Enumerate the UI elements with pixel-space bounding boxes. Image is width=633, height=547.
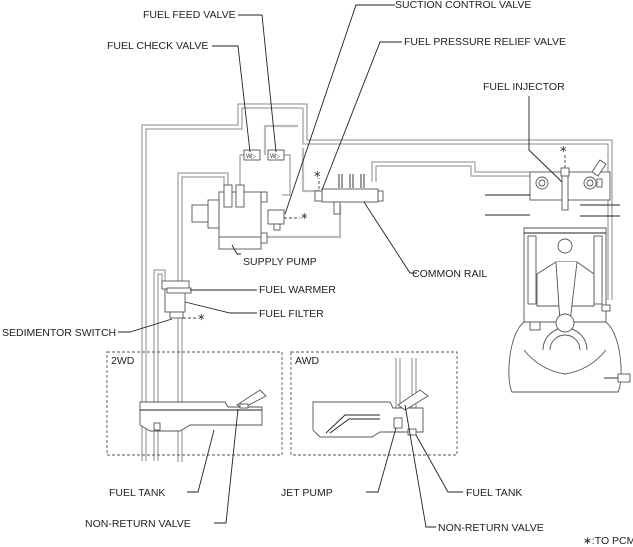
fuel-warmer-body [166, 287, 192, 294]
fuel-filter: * [161, 280, 205, 328]
label-fuel-filter: FUEL FILTER [259, 308, 324, 320]
fuel-pressure-relief-valve-body [314, 190, 323, 202]
label-sedimentor-switch: SEDIMENTOR SWITCH [2, 327, 116, 339]
pump-to-rail-lower [262, 205, 342, 239]
legend-to-pcm: ∗:TO PCM [583, 535, 633, 547]
label-common-rail: COMMON RAIL [412, 268, 487, 280]
non-return-valve-2wd-body [239, 403, 249, 409]
inset-awd: AWD [290, 351, 458, 456]
label-supply-pump: SUPPLY PUMP [243, 256, 317, 268]
label-fuel-feed-valve: FUEL FEED VALVE [143, 9, 236, 21]
fuel-tank-2wd-body [139, 401, 263, 432]
suction-control-valve-body [267, 209, 285, 225]
label-fuel-pressure-relief-valve: FUEL PRESSURE RELIEF VALVE [404, 36, 566, 48]
pcm-marker-sedimentor: * [198, 313, 205, 328]
rail-to-injector-inner [375, 165, 540, 182]
inset-2wd: 2WD [106, 351, 283, 456]
label-fuel-check-valve: FUEL CHECK VALVE [107, 40, 208, 52]
return-line-outer [141, 103, 613, 461]
label-jet-pump: JET PUMP [281, 487, 333, 499]
inset-2wd-label: 2WD [111, 355, 135, 367]
feed-valve-line [263, 124, 298, 155]
pcm-marker-rail: * [314, 170, 321, 185]
fuel-injector-body [560, 167, 570, 177]
pcm-marker-scv: * [301, 212, 308, 227]
common-rail: * [314, 170, 384, 215]
filter-line [153, 269, 166, 461]
rail-to-injector [371, 161, 540, 182]
inset-awd-label: AWD [295, 355, 320, 367]
label-fuel-injector: FUEL INJECTOR [483, 81, 565, 93]
label-fuel-warmer: FUEL WARMER [259, 284, 336, 296]
pcm-marker-injector: * [560, 145, 567, 160]
label-fuel-tank-2wd: FUEL TANK [109, 487, 165, 499]
pump-filter-line-b [181, 176, 225, 462]
svg-text:W▷: W▷ [270, 154, 281, 160]
svg-text:W▷: W▷ [246, 154, 257, 160]
jet-pump-body [393, 417, 403, 429]
sedimentor-switch-body [169, 311, 184, 319]
label-non-return-valve-awd: NON-RETURN VALVE [438, 522, 544, 534]
feed-to-pump-line [273, 154, 291, 196]
label-fuel-tank-awd: FUEL TANK [466, 487, 522, 499]
supply-pump: * [191, 184, 308, 250]
leader-lines [118, 4, 563, 528]
label-non-return-valve-2wd: NON-RETURN VALVE [85, 518, 191, 530]
filter-line-inner [157, 273, 163, 461]
label-suction-control-valve: SUCTION CONTROL VALVE [395, 0, 531, 11]
fuel-check-valve: W▷ [243, 149, 261, 161]
return-line-inner [145, 107, 609, 461]
engine: * [485, 145, 631, 393]
